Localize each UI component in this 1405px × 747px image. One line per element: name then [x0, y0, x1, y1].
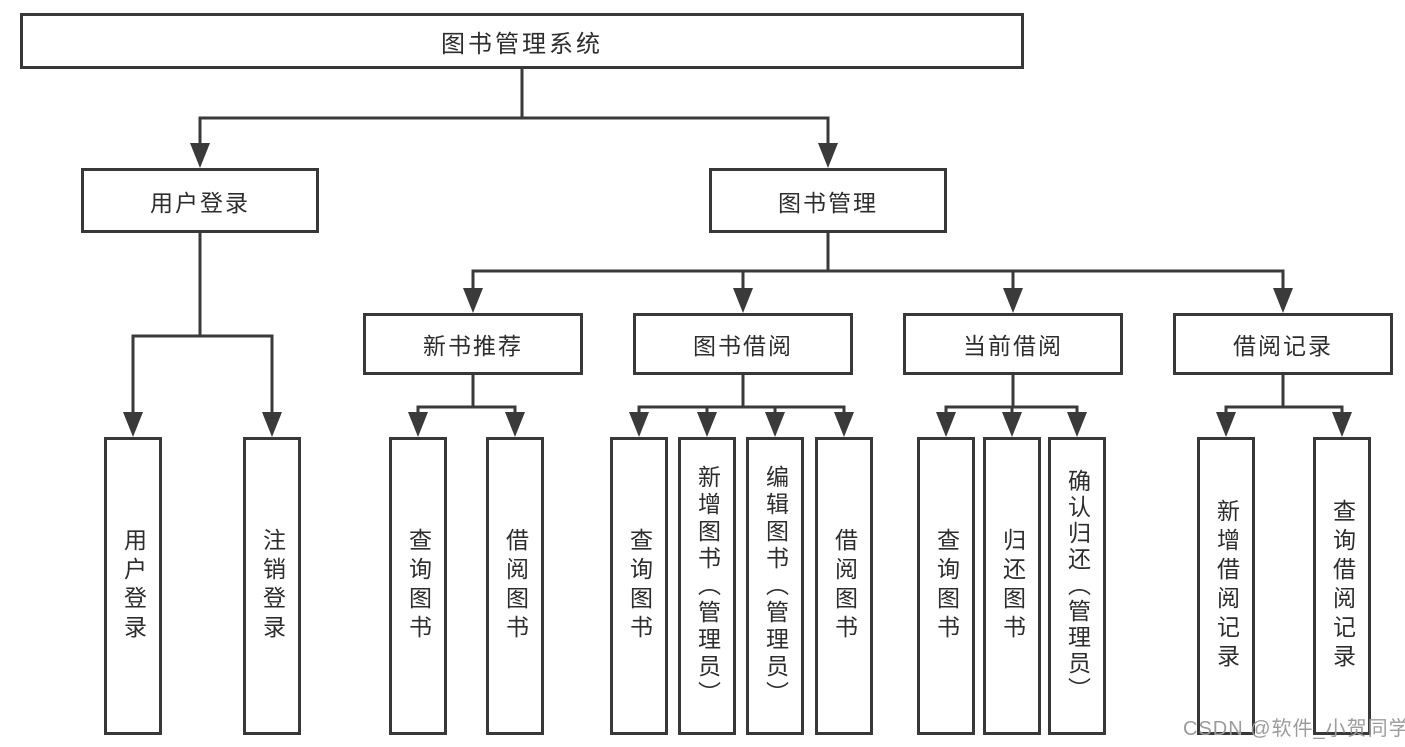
arrow-icon: [1216, 412, 1236, 437]
arrow-icon: [818, 143, 838, 168]
node-root-label: 图书管理系统: [441, 30, 603, 58]
leaf-bb-edit-books-admin-label: 编辑图书（管理员）: [762, 464, 789, 708]
leaf-cb-confirm-return-admin: 确认归还（管理员）: [1048, 437, 1106, 735]
node-book-mgmt: 图书管理: [709, 168, 947, 233]
connector-book-borrow: [637, 375, 846, 415]
node-root: 图书管理系统: [20, 13, 1024, 69]
connector-book-mgmt: [471, 233, 1285, 291]
arrow-icon: [463, 288, 483, 313]
leaf-br-add-record-label: 新增借阅记录: [1213, 499, 1240, 673]
arrow-icon: [408, 412, 428, 437]
leaf-bb-borrow-books: 借阅图书: [815, 437, 873, 735]
arrow-icon: [765, 412, 785, 437]
arrow-icon: [190, 143, 210, 168]
arrow-icon: [834, 412, 854, 437]
arrow-icon: [733, 288, 753, 313]
node-user-login-label: 用户登录: [150, 189, 250, 216]
watermark: CSDN @软件_小贺同学: [1183, 718, 1405, 740]
node-book-mgmt-label: 图书管理: [778, 189, 878, 216]
leaf-cb-confirm-return-admin-label: 确认归还（管理员）: [1064, 469, 1091, 703]
leaf-bb-query-books-label: 查询图书: [626, 528, 653, 644]
arrow-icon: [1003, 288, 1023, 313]
connector-current-borrow: [944, 375, 1079, 415]
leaf-cb-query-books: 查询图书: [917, 437, 975, 735]
leaf-cb-query-books-label: 查询图书: [933, 528, 960, 644]
leaf-logout-label: 注销登录: [259, 528, 286, 644]
node-book-borrow: 图书借阅: [633, 313, 853, 375]
leaf-cb-return-books: 归还图书: [983, 437, 1041, 735]
arrow-icon: [1067, 412, 1087, 437]
leaf-bb-add-books-admin-label: 新增图书（管理员）: [694, 464, 721, 708]
leaf-br-query-record-label: 查询借阅记录: [1329, 499, 1356, 673]
leaf-rec-borrow-books-label: 借阅图书: [502, 528, 529, 644]
arrow-icon: [697, 412, 717, 437]
leaf-rec-query-books: 查询图书: [389, 437, 447, 735]
node-current-borrow: 当前借阅: [903, 313, 1123, 375]
leaf-bb-borrow-books-label: 借阅图书: [831, 528, 858, 644]
leaf-br-add-record: 新增借阅记录: [1197, 437, 1255, 735]
arrow-icon: [123, 412, 143, 437]
node-new-book-rec-label: 新书推荐: [423, 333, 523, 359]
leaf-cb-return-books-label: 归还图书: [999, 528, 1026, 644]
leaf-bb-edit-books-admin: 编辑图书（管理员）: [746, 437, 804, 735]
node-current-borrow-label: 当前借阅: [963, 333, 1063, 359]
leaf-rec-query-books-label: 查询图书: [405, 528, 432, 644]
connector-borrow-records: [1224, 375, 1344, 415]
node-borrow-records: 借阅记录: [1173, 313, 1393, 375]
arrow-icon: [936, 412, 956, 437]
node-borrow-records-label: 借阅记录: [1233, 333, 1333, 359]
connector-root: [198, 69, 830, 146]
arrow-icon: [629, 412, 649, 437]
connector-new-book-rec: [416, 375, 517, 415]
arrowheads: [123, 143, 1352, 437]
arrow-icon: [1273, 288, 1293, 313]
node-new-book-rec: 新书推荐: [363, 313, 583, 375]
connector-user-login: [131, 233, 274, 415]
arrow-icon: [1332, 412, 1352, 437]
arrow-icon: [505, 412, 525, 437]
leaf-logout: 注销登录: [243, 437, 301, 735]
leaf-bb-query-books: 查询图书: [610, 437, 668, 735]
leaf-br-query-record: 查询借阅记录: [1313, 437, 1371, 735]
leaf-user-login: 用户登录: [104, 437, 162, 735]
leaf-rec-borrow-books: 借阅图书: [486, 437, 544, 735]
leaf-user-login-label: 用户登录: [120, 528, 147, 644]
leaf-bb-add-books-admin: 新增图书（管理员）: [678, 437, 736, 735]
node-book-borrow-label: 图书借阅: [693, 333, 793, 359]
arrow-icon: [1002, 412, 1022, 437]
arrow-icon: [262, 412, 282, 437]
node-user-login: 用户登录: [81, 168, 319, 233]
